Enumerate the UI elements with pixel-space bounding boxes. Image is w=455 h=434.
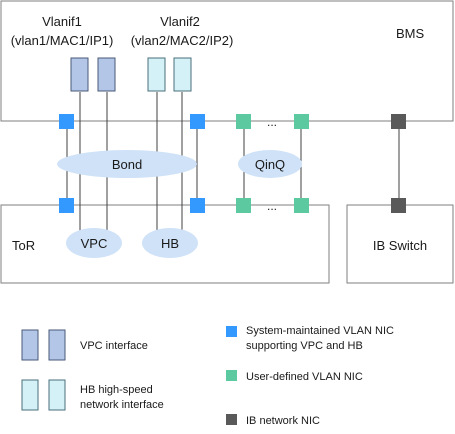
legend-ib-nic-label: IB network NIC: [246, 415, 320, 427]
ib-nic-top: [391, 114, 406, 129]
vpc-label: VPC: [81, 236, 108, 251]
vlanif2-name: Vlanif2: [160, 14, 200, 29]
legend-ib-nic-swatch: [226, 414, 237, 425]
legend-user-nic-swatch: [226, 370, 237, 381]
legend-system-nic-label-1: System-maintained VLAN NIC: [246, 325, 394, 337]
hb-interface-2: [173, 57, 192, 92]
legend: VPC interface HB high-speed network inte…: [21, 325, 394, 427]
user-nic-bottom-2: [294, 198, 309, 213]
vlanif1-name: Vlanif1: [42, 14, 82, 29]
legend-vpc-swatch-2: [48, 329, 66, 361]
legend-hb-swatch-2: [48, 379, 66, 411]
vpc-interface-1: [70, 57, 89, 92]
legend-hb-interface-label-2: network interface: [80, 399, 164, 411]
legend-hb-interface-label-1: HB high-speed: [80, 384, 153, 396]
bond-ellipse: [57, 150, 197, 178]
vpc-ellipse: [66, 228, 122, 258]
vpc-interface-2: [97, 57, 116, 92]
legend-vpc-interface-label: VPC interface: [80, 340, 148, 352]
tor-label: ToR: [12, 238, 35, 253]
ellipsis-top: ...: [267, 115, 277, 129]
legend-vpc-swatch-1: [21, 329, 39, 361]
user-nic-bottom-1: [236, 198, 251, 213]
vlanif2-detail: (vlan2/MAC2/IP2): [131, 33, 234, 48]
legend-user-nic-label: User-defined VLAN NIC: [246, 371, 363, 383]
legend-hb-swatch-1: [21, 379, 39, 411]
legend-system-nic-label-2: supporting VPC and HB: [246, 340, 363, 352]
hb-ellipse: [142, 228, 198, 258]
legend-system-nic-swatch: [226, 326, 237, 337]
ib-nic-bottom: [391, 198, 406, 213]
vlanif1-detail: (vlan1/MAC1/IP1): [11, 33, 114, 48]
hb-interface-1: [147, 57, 166, 92]
system-nic-top-2: [190, 114, 205, 129]
system-nic-top-1: [59, 114, 74, 129]
ib-switch-label: IB Switch: [373, 238, 427, 253]
bms-label: BMS: [396, 26, 425, 41]
qinq-label: QinQ: [255, 157, 285, 172]
qinq-ellipse: [238, 150, 302, 178]
system-nic-bottom-2: [190, 198, 205, 213]
system-nic-bottom-1: [59, 198, 74, 213]
user-nic-top-1: [236, 114, 251, 129]
user-nic-top-2: [294, 114, 309, 129]
hb-label: HB: [161, 236, 179, 251]
bond-label: Bond: [112, 157, 142, 172]
ellipsis-bottom: ...: [267, 199, 277, 213]
